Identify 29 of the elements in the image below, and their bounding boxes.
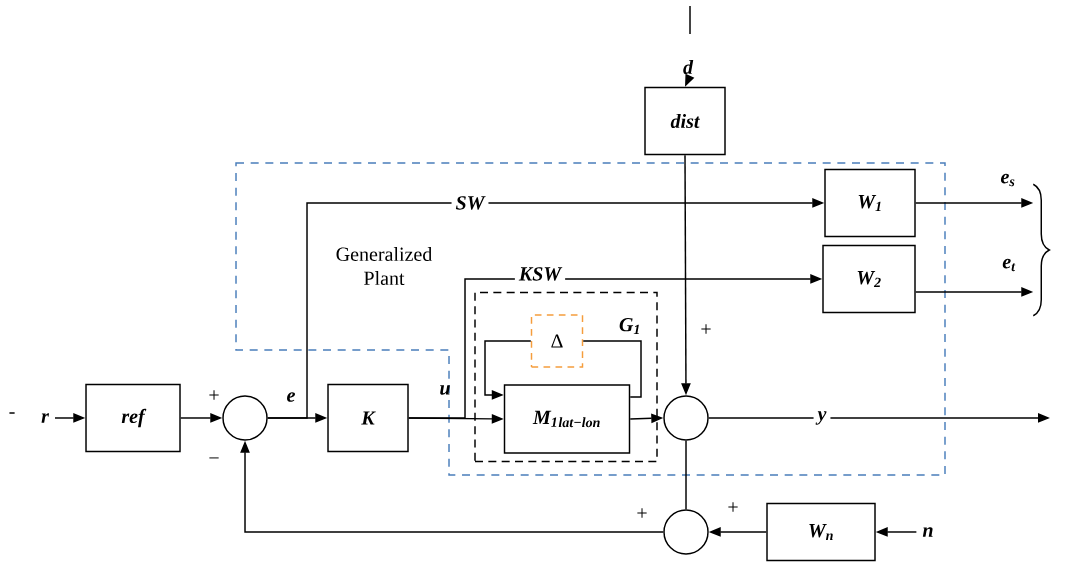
edge-label: KSW (514, 263, 566, 285)
signal-label: n (922, 527, 933, 537)
sign-label: + (209, 390, 219, 400)
edge-label: e$_{s}$ (1000, 173, 1015, 187)
summing-junction (663, 395, 709, 441)
block-box: ref (85, 383, 181, 453)
edge-label: y (813, 407, 831, 429)
edge-label: e$_{t}$ (1002, 258, 1016, 272)
arrow (484, 340, 532, 400)
summing-junction (663, 509, 709, 555)
edge-label: SW (451, 192, 489, 214)
edge-label: e (287, 392, 295, 402)
sign-label: + (701, 324, 711, 334)
signal-label: r (41, 413, 50, 423)
block-box: dist (644, 86, 726, 156)
uncertainty-box: Δ (530, 314, 584, 368)
sign-label: + (728, 502, 738, 512)
sign-label: − (209, 457, 219, 459)
block-box: W$_{2}$ (822, 244, 916, 314)
sign-label: - (9, 412, 15, 414)
block-box: K (327, 383, 409, 453)
curly-brace (1032, 183, 1050, 317)
summing-junction (222, 395, 268, 441)
block-box: W$_{n}$ (766, 502, 876, 562)
block-box: W$_{1}$ (824, 168, 916, 238)
sign-label: + (637, 508, 647, 518)
signal-label: d (683, 59, 694, 75)
block-box: M$_{1lat−lon}$ (503, 384, 631, 454)
edge-label: u (440, 385, 450, 395)
